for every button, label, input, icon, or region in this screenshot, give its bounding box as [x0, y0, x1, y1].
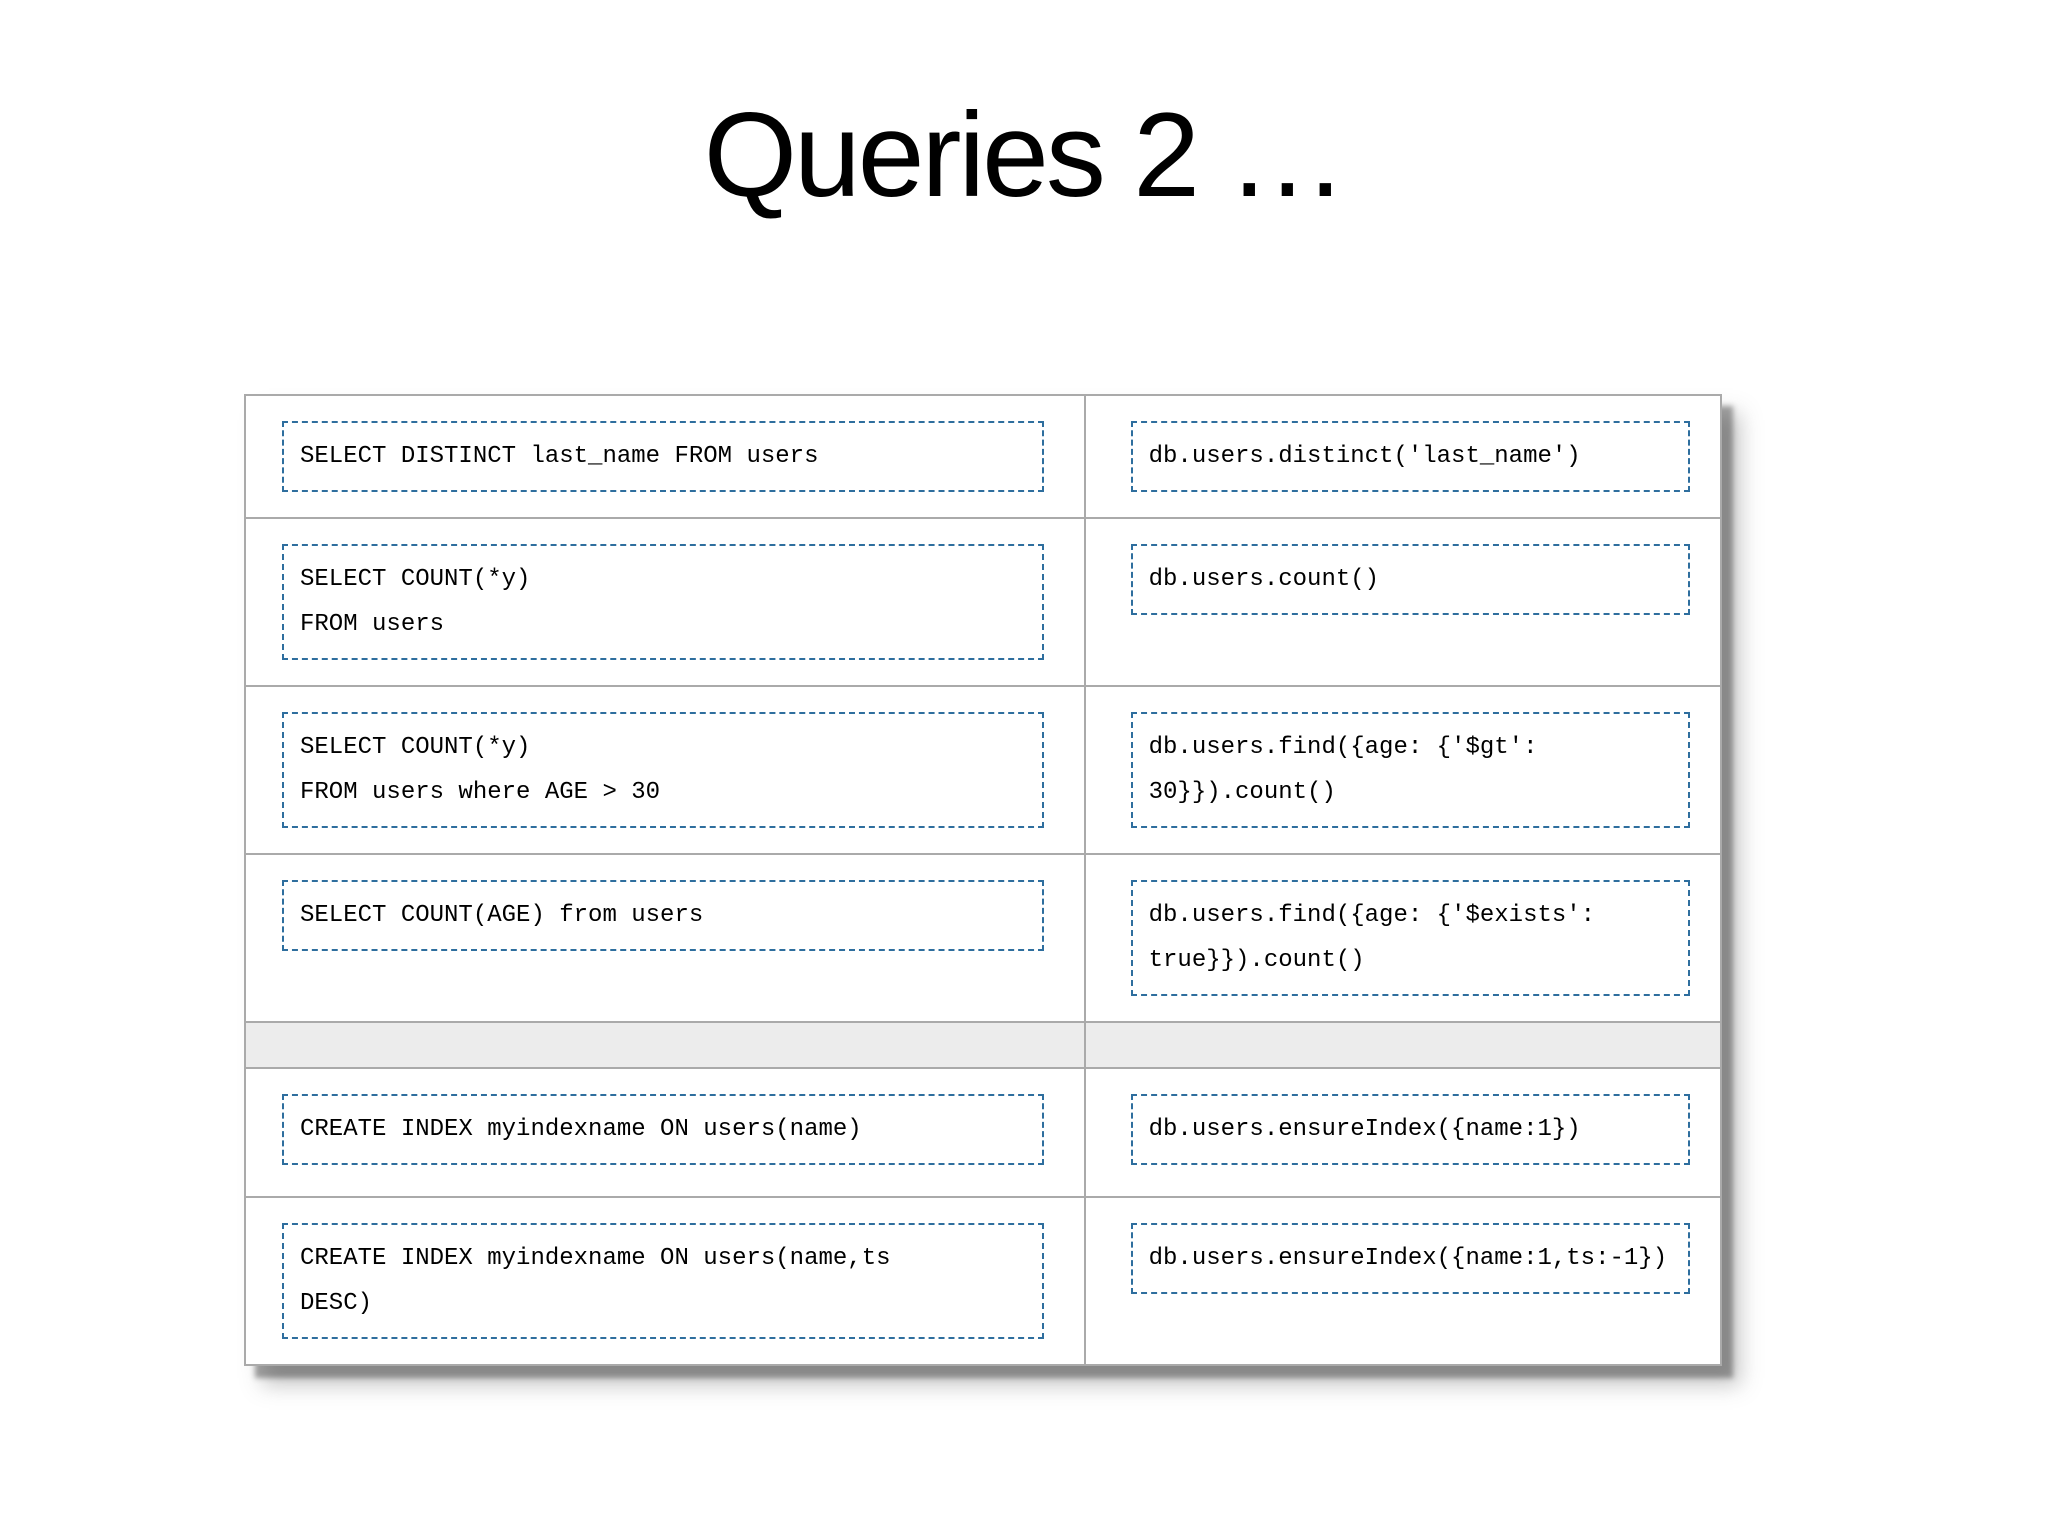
- separator-cell: [244, 1021, 1086, 1069]
- sql-query-text: CREATE INDEX myindexname ON users(name): [300, 1116, 862, 1143]
- sql-query-text: SELECT COUNT(*y) FROM users: [300, 566, 531, 638]
- separator-cell: [1083, 1021, 1723, 1069]
- sql-cell: SELECT COUNT(AGE) from users: [244, 853, 1086, 1023]
- mongo-cell: db.users.ensureIndex({name:1,ts:-1}): [1083, 1196, 1723, 1366]
- table-row: SELECT COUNT(*y) FROM users db.users.cou…: [244, 517, 1723, 687]
- sql-cell: SELECT COUNT(*y) FROM users where AGE > …: [244, 685, 1086, 855]
- query-comparison-table: SELECT DISTINCT last_name FROM users db.…: [244, 394, 1723, 1366]
- sql-cell: CREATE INDEX myindexname ON users(name,t…: [244, 1196, 1086, 1366]
- mongo-cell: db.users.ensureIndex({name:1}): [1083, 1067, 1723, 1198]
- table-row: SELECT COUNT(AGE) from users db.users.fi…: [244, 853, 1723, 1023]
- sql-query-box: SELECT DISTINCT last_name FROM users: [282, 421, 1044, 492]
- sql-cell: SELECT COUNT(*y) FROM users: [244, 517, 1086, 687]
- separator-row: [244, 1021, 1723, 1069]
- table-row: SELECT COUNT(*y) FROM users where AGE > …: [244, 685, 1723, 855]
- mongo-cell: db.users.find({age: {'$exists': true}}).…: [1083, 853, 1723, 1023]
- mongo-cell: db.users.find({age: {'$gt': 30}}).count(…: [1083, 685, 1723, 855]
- table-row: CREATE INDEX myindexname ON users(name,t…: [244, 1196, 1723, 1366]
- sql-query-box: SELECT COUNT(*y) FROM users: [282, 544, 1044, 660]
- sql-query-text: SELECT COUNT(*y) FROM users where AGE > …: [300, 734, 661, 806]
- mongo-query-box: db.users.distinct('last_name'): [1130, 421, 1690, 492]
- mongo-query-text: db.users.find({age: {'$gt': 30}}).count(…: [1148, 734, 1538, 806]
- sql-query-text: CREATE INDEX myindexname ON users(name,t…: [300, 1245, 891, 1317]
- mongo-query-text: db.users.count(): [1148, 566, 1380, 593]
- mongo-query-box: db.users.ensureIndex({name:1}): [1130, 1094, 1690, 1165]
- table-row: SELECT DISTINCT last_name FROM users db.…: [244, 394, 1723, 519]
- mongo-cell: db.users.count(): [1083, 517, 1723, 687]
- mongo-query-box: db.users.ensureIndex({name:1,ts:-1}): [1130, 1223, 1690, 1294]
- mongo-cell: db.users.distinct('last_name'): [1083, 394, 1723, 519]
- sql-cell: CREATE INDEX myindexname ON users(name): [244, 1067, 1086, 1198]
- sql-query-box: SELECT COUNT(*y) FROM users where AGE > …: [282, 712, 1044, 828]
- mongo-query-box: db.users.find({age: {'$exists': true}}).…: [1130, 880, 1690, 996]
- mongo-query-box: db.users.count(): [1130, 544, 1690, 615]
- sql-query-text: SELECT COUNT(AGE) from users: [300, 902, 704, 929]
- page-title: Queries 2 …: [703, 88, 1348, 222]
- table-row: CREATE INDEX myindexname ON users(name) …: [244, 1067, 1723, 1198]
- mongo-query-text: db.users.ensureIndex({name:1}): [1148, 1116, 1581, 1143]
- mongo-query-text: db.users.find({age: {'$exists': true}}).…: [1148, 902, 1596, 974]
- mongo-query-box: db.users.find({age: {'$gt': 30}}).count(…: [1130, 712, 1690, 828]
- mongo-query-text: db.users.ensureIndex({name:1,ts:-1}): [1148, 1245, 1668, 1272]
- sql-query-box: CREATE INDEX myindexname ON users(name,t…: [282, 1223, 1044, 1339]
- sql-cell: SELECT DISTINCT last_name FROM users: [244, 394, 1086, 519]
- sql-query-box: CREATE INDEX myindexname ON users(name): [282, 1094, 1044, 1165]
- sql-query-box: SELECT COUNT(AGE) from users: [282, 880, 1044, 951]
- mongo-query-text: db.users.distinct('last_name'): [1148, 443, 1581, 470]
- sql-query-text: SELECT DISTINCT last_name FROM users: [300, 443, 819, 470]
